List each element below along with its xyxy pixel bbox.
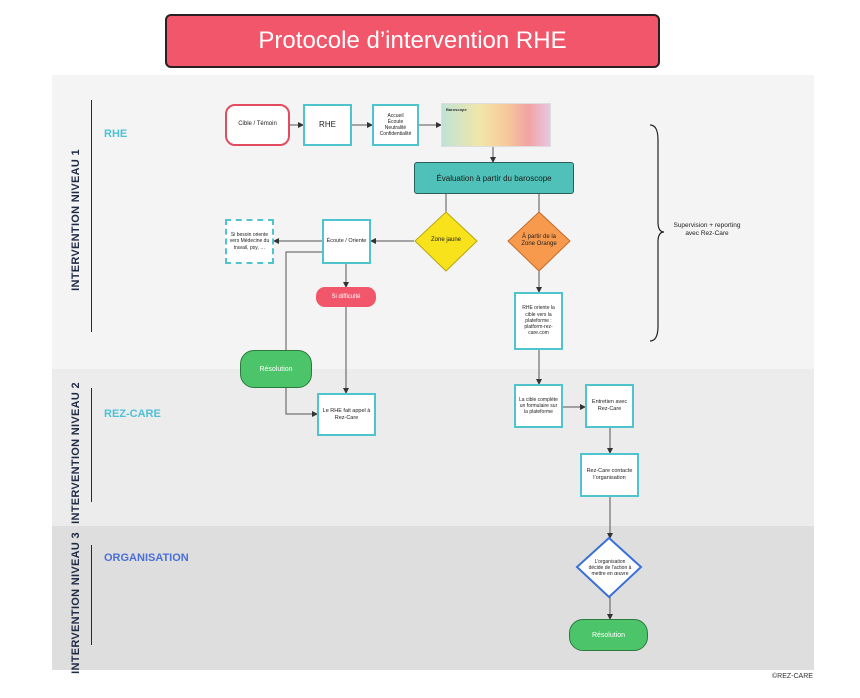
level-2-band [52, 369, 814, 526]
level-1-band [52, 75, 814, 369]
zone-jaune-label: Zone jaune [430, 237, 462, 244]
level-1-name: RHE [104, 128, 128, 140]
level-1-divider [91, 100, 92, 332]
level-3-divider [91, 545, 92, 645]
copyright: ©REZ-CARE [772, 673, 813, 680]
formulaire-node: La cible complète un formulaire sur la p… [514, 384, 563, 428]
organisation-decide-label: L’organisation décide de l’action à mett… [588, 559, 632, 577]
baroscope-image: Baroscope [441, 103, 551, 147]
resolution-2-pill: Résolution [569, 619, 648, 651]
supervision-note: Supervision + reporting avec Rez-Care [673, 222, 741, 238]
baroscope-title: Baroscope [446, 107, 467, 112]
organisation-diamond [575, 536, 643, 599]
ecoute-oriente-node: Écoute / Oriente [322, 219, 371, 264]
zone-orange-label: À partir de la Zone Orange [521, 233, 557, 247]
accueil-node: Accueil Écoute Neutralité Confidentialit… [372, 104, 419, 146]
rhe-oriente-node: RHE oriente la cible vers la plateforme … [514, 292, 563, 350]
rez-care-contacte-node: Rez-Care contacte l’organisation [580, 453, 639, 497]
medecine-node: Si besoin oriente vers Médecine du trava… [225, 219, 274, 264]
supervision-brace [649, 124, 665, 342]
level-2-divider [91, 388, 92, 502]
rhe-appel-node: Le RHE fait appel à Rez-Care [317, 393, 376, 436]
resolution-1-pill: Résolution [240, 350, 312, 388]
page-title: Protocole d’intervention RHE [165, 14, 660, 68]
rhe-node: RHE [303, 104, 352, 146]
entretien-node: Entretien avec Rez-Care [585, 384, 634, 428]
cible-temoin-node: Cible / Témoin [225, 104, 290, 146]
zone-orange-diamond [507, 211, 571, 272]
level-2-name: REZ-CARE [104, 408, 161, 420]
evaluation-bar: Évaluation à partir du baroscope [414, 162, 574, 194]
level-3-name: ORGANISATION [104, 552, 189, 564]
si-difficulte-pill: Si difficulté [316, 287, 376, 307]
level-3-band [52, 526, 814, 670]
zone-jaune-diamond [414, 211, 478, 272]
